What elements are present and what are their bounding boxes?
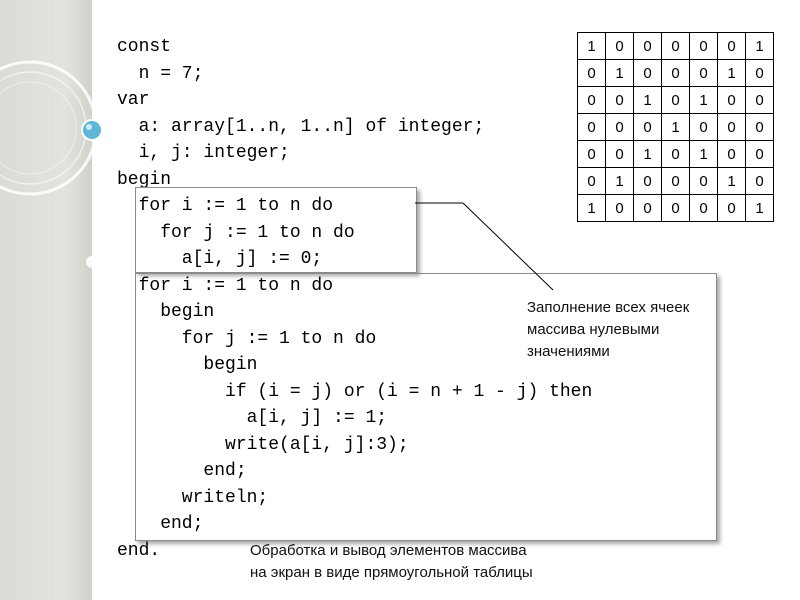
matrix-cell: 1 [717, 59, 746, 87]
matrix-row: 0 0 0 1 0 0 0 [577, 113, 774, 141]
fill-zeros-note: Заполнение всех ячеек массива нулевыми з… [527, 299, 690, 360]
matrix-cell: 1 [605, 167, 634, 195]
matrix-cell: 0 [605, 113, 634, 141]
matrix-cell: 0 [661, 167, 690, 195]
matrix-cell: 0 [689, 167, 718, 195]
output-loop-highlight-box [135, 273, 717, 541]
matrix-cell: 0 [745, 86, 774, 114]
matrix-cell: 0 [605, 194, 634, 222]
output-note: Обработка и вывод элементов массива на э… [250, 542, 533, 581]
matrix-cell: 1 [605, 59, 634, 87]
code-line: for i := 1 to n do [117, 196, 334, 216]
code-line: a[i, j] := 1; [117, 408, 388, 428]
matrix-cell: 1 [661, 113, 690, 141]
result-matrix-table: 1 0 0 0 0 0 1 0 1 0 0 0 1 0 0 0 1 0 1 0 … [577, 32, 774, 222]
matrix-cell: 0 [745, 140, 774, 168]
matrix-cell: 0 [745, 167, 774, 195]
code-line: begin [117, 302, 215, 322]
matrix-cell: 0 [689, 194, 718, 222]
matrix-cell: 0 [717, 32, 746, 60]
matrix-cell: 0 [633, 194, 662, 222]
matrix-cell: 0 [577, 86, 606, 114]
matrix-cell: 0 [633, 167, 662, 195]
matrix-row: 1 0 0 0 0 0 1 [577, 194, 774, 222]
code-line: writeln; [117, 487, 269, 508]
matrix-cell: 0 [689, 113, 718, 141]
matrix-cell: 1 [577, 32, 606, 60]
code-line: end. [117, 540, 161, 561]
matrix-cell: 0 [605, 86, 634, 114]
matrix-cell: 0 [717, 140, 746, 168]
code-line: n = 7; [117, 63, 204, 84]
matrix-cell: 0 [605, 32, 634, 60]
code-line: const [117, 37, 172, 57]
code-line: var [117, 90, 150, 110]
matrix-row: 0 1 0 0 0 1 0 [577, 167, 774, 195]
matrix-row: 1 0 0 0 0 0 1 [577, 32, 774, 60]
code-line: end; [117, 461, 247, 481]
matrix-cell: 0 [661, 32, 690, 60]
matrix-cell: 0 [717, 113, 746, 141]
decorative-side-band [0, 0, 92, 600]
matrix-cell: 1 [689, 140, 718, 168]
matrix-cell: 0 [689, 32, 718, 60]
matrix-cell: 0 [661, 86, 690, 114]
matrix-cell: 1 [633, 140, 662, 168]
matrix-cell: 0 [661, 194, 690, 222]
matrix-cell: 0 [605, 140, 634, 168]
matrix-cell: 0 [577, 167, 606, 195]
matrix-row: 0 0 1 0 1 0 0 [577, 86, 774, 114]
matrix-cell: 0 [661, 59, 690, 87]
fill-zeros-highlight-box [135, 187, 417, 273]
code-line: for j := 1 to n do [117, 328, 377, 349]
code-line: write(a[i, j]:3); [117, 434, 409, 455]
code-line: a: array[1..n, 1..n] of integer; [117, 116, 485, 137]
code-line: begin [117, 355, 258, 375]
matrix-row: 0 0 1 0 1 0 0 [577, 140, 774, 168]
matrix-cell: 0 [633, 113, 662, 141]
matrix-cell: 1 [689, 86, 718, 114]
matrix-cell: 0 [717, 194, 746, 222]
matrix-row: 0 1 0 0 0 1 0 [577, 59, 774, 87]
matrix-cell: 0 [577, 113, 606, 141]
matrix-cell: 0 [577, 59, 606, 87]
matrix-cell: 0 [577, 140, 606, 168]
matrix-cell: 1 [745, 32, 774, 60]
matrix-cell: 1 [717, 167, 746, 195]
code-line: if (i = j) or (i = n + 1 - j) then [117, 381, 593, 402]
matrix-cell: 0 [689, 59, 718, 87]
matrix-cell: 1 [577, 194, 606, 222]
matrix-cell: 0 [633, 32, 662, 60]
code-line: end; [117, 514, 204, 534]
matrix-cell: 0 [717, 86, 746, 114]
matrix-cell: 0 [633, 59, 662, 87]
matrix-cell: 1 [633, 86, 662, 114]
code-line: for j := 1 to n do [117, 222, 355, 243]
matrix-cell: 0 [745, 59, 774, 87]
code-line: i, j: integer; [117, 143, 290, 163]
matrix-cell: 0 [745, 113, 774, 141]
code-line: a[i, j] := 0; [117, 249, 323, 269]
matrix-cell: 1 [745, 194, 774, 222]
code-line: begin [117, 169, 172, 190]
matrix-cell: 0 [661, 140, 690, 168]
code-line: for i := 1 to n do [117, 275, 334, 296]
